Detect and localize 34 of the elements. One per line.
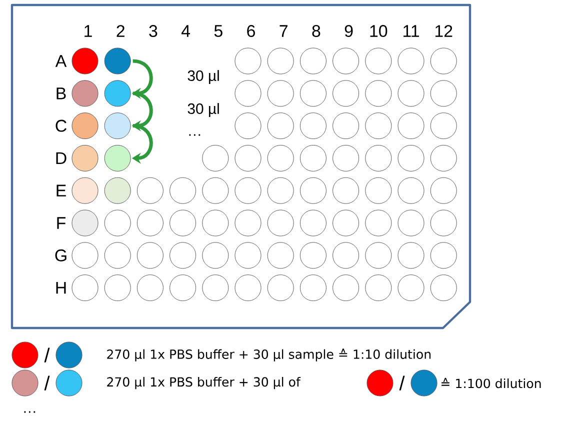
legend-text: ≙ 1:100 dilution [442,378,541,388]
row-letter: F [57,217,66,229]
column-number: 11 [404,25,419,37]
row-letter: H [56,282,66,294]
ellipsis: … [189,134,200,136]
row-letter: D [56,152,66,164]
column-number: 7 [280,25,288,37]
ellipsis: … [24,411,36,413]
well [104,80,131,107]
slash: / [44,348,50,362]
column-number: 1 [84,25,92,37]
legend-text: 270 µl 1x PBS buffer + 30 µl sample ≙ 1:10 dilution [107,348,431,362]
row-letter: B [56,88,66,100]
row-letter: C [56,120,66,132]
column-number: 3 [149,25,158,37]
column-number: 6 [247,25,255,37]
column-number: 9 [344,25,353,37]
well [104,112,131,140]
column-number: 8 [312,25,320,37]
well [104,144,131,172]
row-letter: E [56,184,66,196]
slash: / [399,376,405,390]
legend-text: 270 µl 1x PBS buffer + 30 µl of [107,376,301,390]
volume-label: 30 µl [188,70,219,84]
column-number: 12 [435,25,452,37]
column-number: 2 [116,25,124,37]
column-number: 5 [214,25,222,37]
row-letter: G [55,249,66,262]
column-number: 10 [370,25,388,37]
volume-label: 30 µl [188,103,219,117]
column-number: 4 [181,25,190,37]
row-letter: A [55,55,67,67]
well [104,48,131,74]
slash: / [44,376,50,390]
